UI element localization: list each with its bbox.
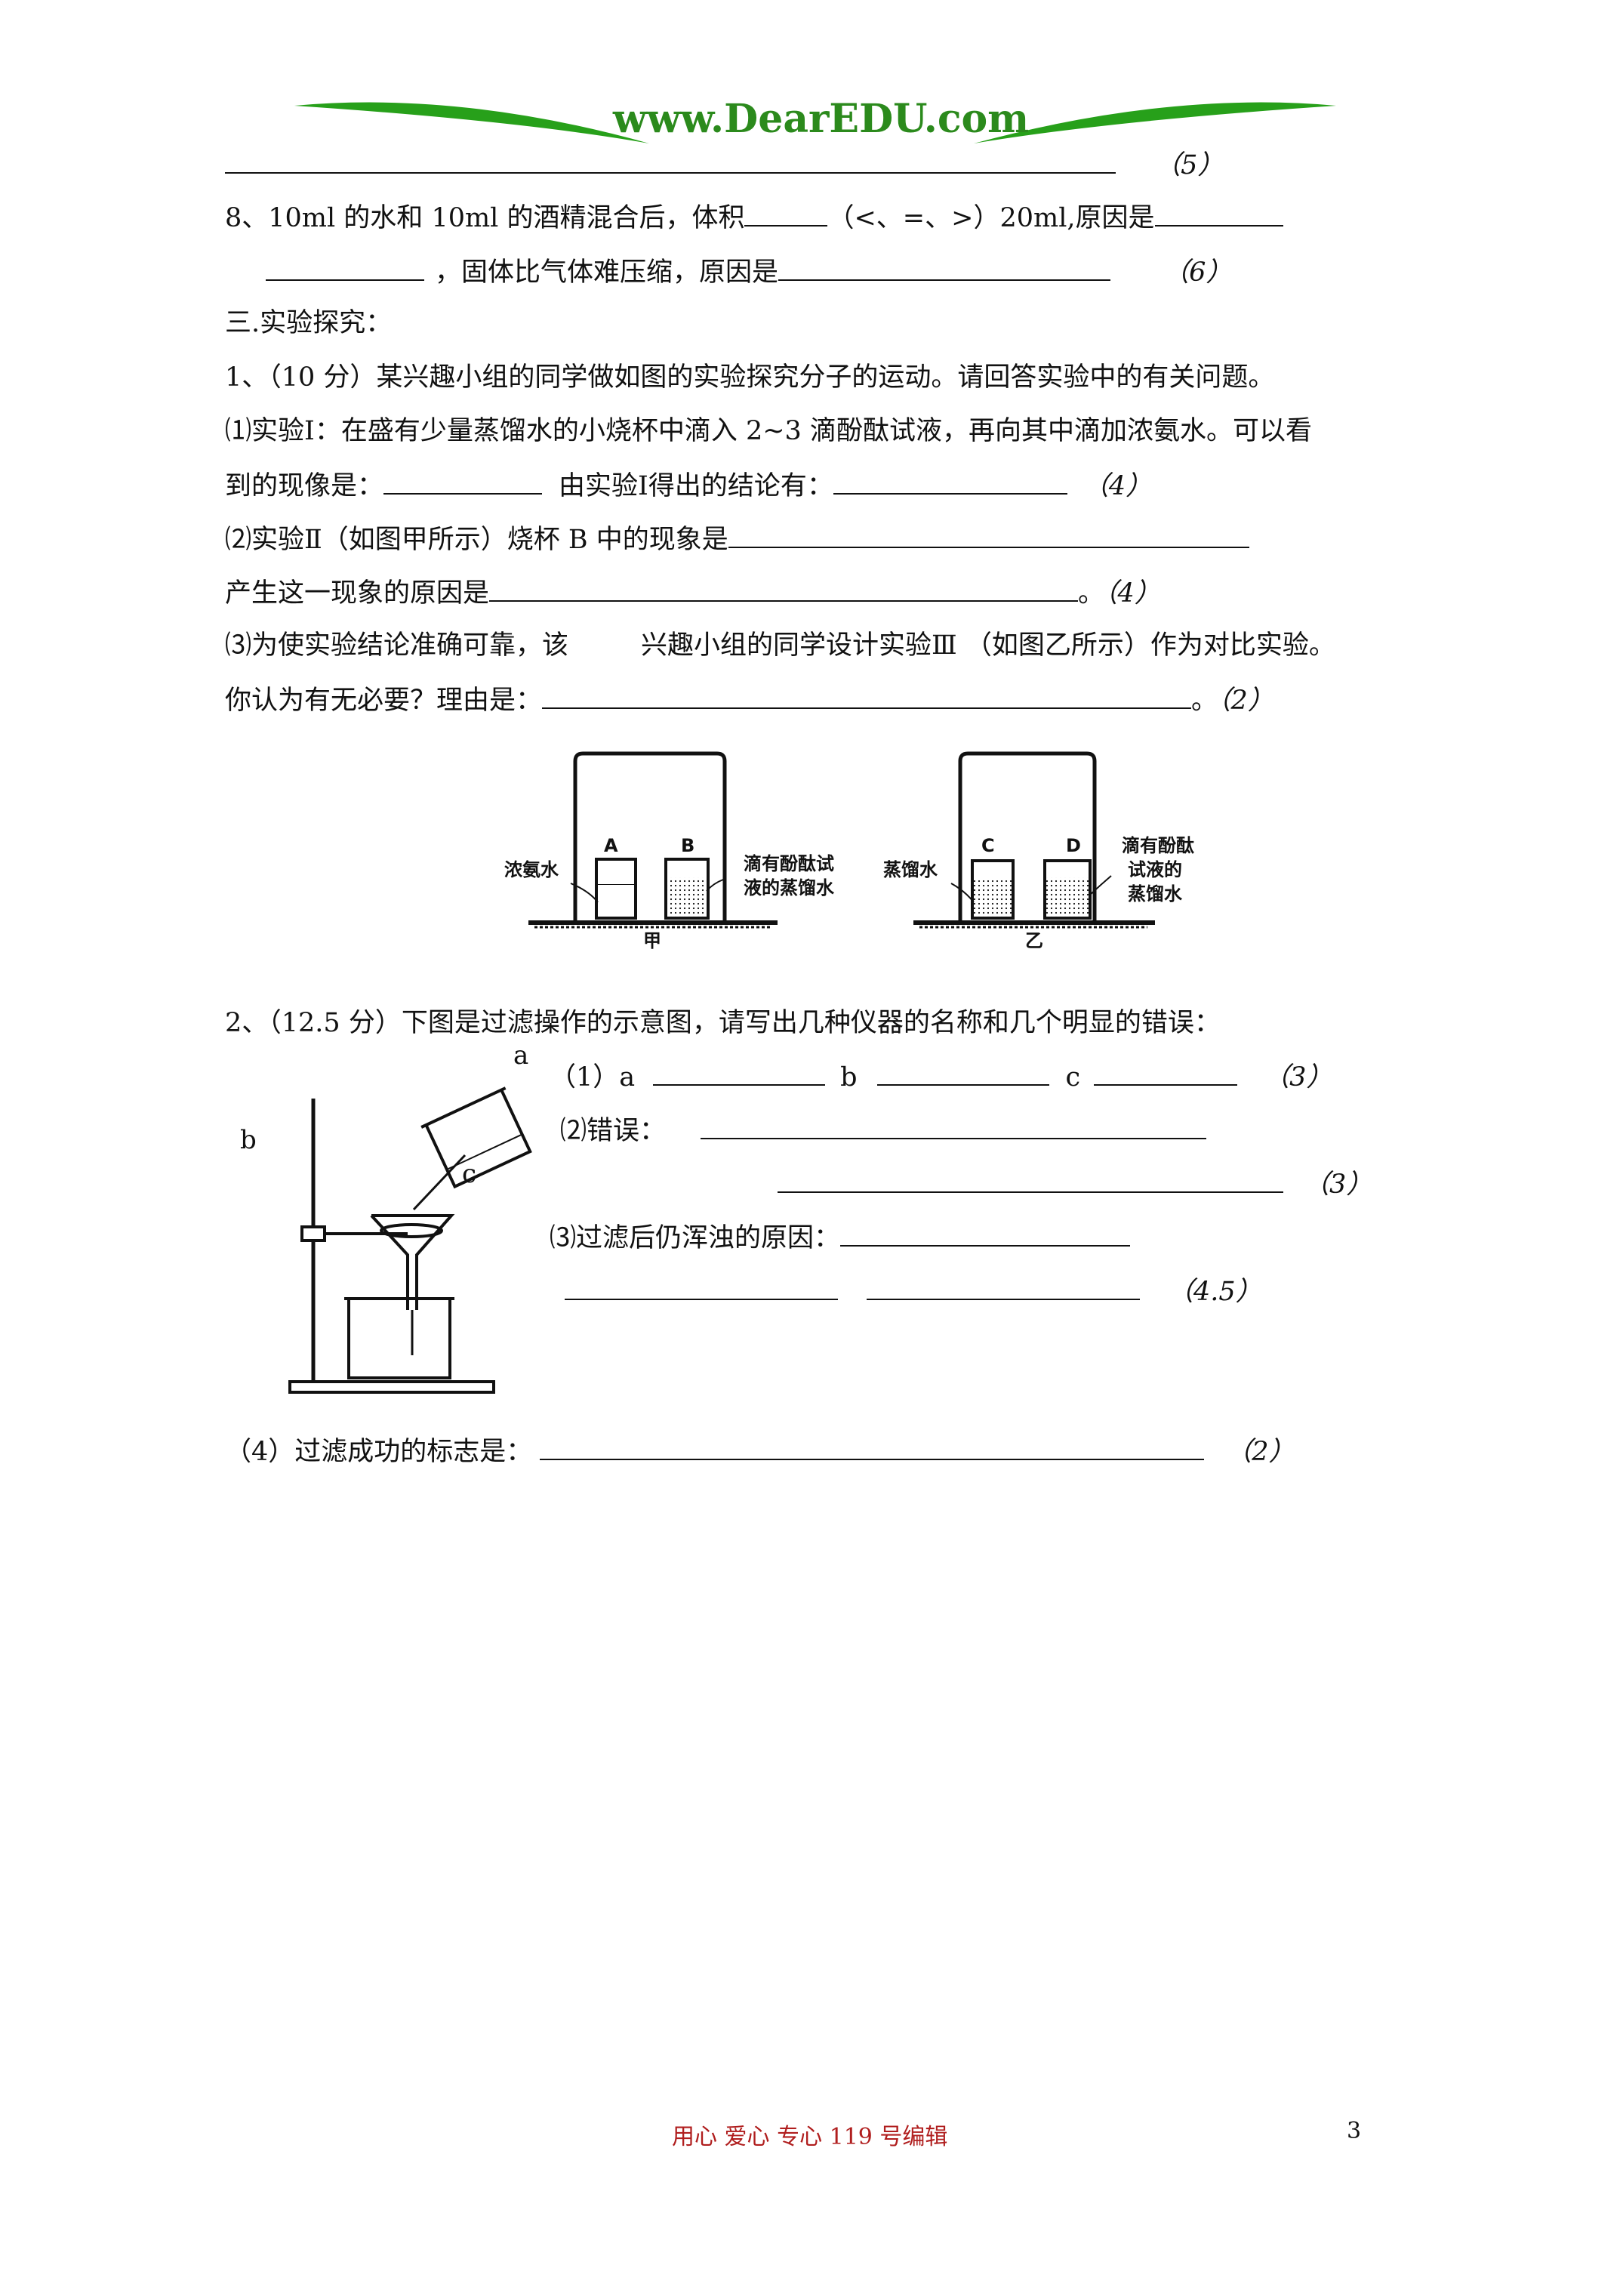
fig-jia-label-a: A [604, 835, 618, 856]
prev-question-blank-line: （5） [225, 145, 1224, 184]
e2-blank-error1[interactable] [701, 1111, 1207, 1139]
e2-q4: （4）过滤成功的标志是：（2） [225, 1432, 1295, 1471]
filtration-label-b: b [240, 1125, 257, 1155]
fig-jia-left-note: 浓氨水 [504, 859, 559, 880]
e2-intro: 2、（12.5 分）下图是过滤操作的示意图，请写出几种仪器的名称和几个明显的错误… [225, 1008, 1221, 1038]
e1-part2-line1: ⑵实验Ⅱ（如图甲所示）烧杯 B 中的现象是 [225, 519, 1249, 559]
prev-question-score: （5） [1154, 150, 1224, 180]
fig-jia-label-b: B [681, 835, 695, 856]
e2-q2-line2: （3） [778, 1164, 1372, 1203]
q8-line1: 8、10ml 的水和 10ml 的酒精混合后，体积（<、=、>）20ml,原因是 [225, 198, 1283, 237]
q8-blank-volume[interactable] [744, 198, 828, 227]
e1-blank-cause[interactable] [489, 573, 1079, 602]
fig-jia-right-note-2: 液的蒸馏水 [744, 877, 834, 898]
e1-blank-phenomenon[interactable] [383, 466, 543, 495]
q8-blank-reason2[interactable] [778, 252, 1111, 281]
fig-yi-left-note: 蒸馏水 [883, 859, 938, 880]
filtration-label-c: c [462, 1159, 477, 1189]
e1-part3-score: （2） [1218, 686, 1274, 716]
e2-q3-score: （4.5） [1167, 1277, 1262, 1307]
fig-yi-right-note-1: 滴有酚酞 [1122, 835, 1194, 856]
e2-q4-score: （2） [1225, 1437, 1295, 1467]
figure-jia-diagram [528, 751, 778, 929]
fig-yi-right-note-3: 蒸馏水 [1128, 883, 1182, 905]
fig-jia-right-note-1: 滴有酚酞试 [744, 853, 834, 874]
filtration-diagram [288, 1086, 532, 1394]
e1-part2-line2: 产生这一现象的原因是。（4） [225, 573, 1161, 612]
e1-part1-line2: 到的现像是：由实验Ⅰ得出的结论有：（4） [225, 466, 1152, 505]
e2-q3-line1: ⑶过滤后仍浑浊的原因： [550, 1218, 1131, 1257]
e1-part3-line1: ⑶为使实验结论准确可靠，该兴趣小组的同学设计实验Ⅲ （如图乙所示）作为对比实验。 [225, 630, 1335, 661]
fig-jia-caption: 甲 [643, 930, 661, 951]
q8-score: （6） [1163, 257, 1233, 288]
e1-intro: 1、（10 分）某兴趣小组的同学做如图的实验探究分子的运动。请回答实验中的有关问… [225, 362, 1275, 393]
header-swoosh-logo [294, 102, 1336, 143]
e2-blank-turbid3[interactable] [867, 1271, 1140, 1300]
e1-blank-beaker-b[interactable] [728, 519, 1249, 548]
e2-q2-score: （3） [1303, 1170, 1373, 1200]
e1-part2-score: （4） [1104, 578, 1161, 609]
e2-blank-turbid1[interactable] [840, 1218, 1131, 1247]
e1-part1-line1: ⑴实验Ⅰ：在盛有少量蒸馏水的小烧杯中滴入 2~3 滴酚酞试液，再向其中滴加浓氨水… [225, 416, 1312, 446]
q8-blank-reason1[interactable] [1154, 198, 1283, 227]
e2-blank-turbid2[interactable] [565, 1271, 838, 1300]
q8-blank-reason1-cont[interactable] [266, 252, 424, 281]
e2-q3-line2: （4.5） [565, 1271, 1262, 1311]
e1-blank-reason[interactable] [542, 680, 1192, 709]
fig-yi-label-d: D [1066, 835, 1081, 856]
e2-q1-score: （3） [1263, 1062, 1333, 1093]
section3-title: 三.实验探究： [225, 308, 393, 338]
figure-yi-diagram [913, 751, 1155, 929]
e1-part3-line2: 你认为有无必要？理由是：。（2） [225, 680, 1274, 720]
e1-part1-score: （4） [1082, 471, 1153, 501]
filtration-label-a: a [513, 1040, 529, 1071]
e2-blank-a[interactable] [653, 1057, 826, 1086]
e2-blank-error2[interactable] [778, 1164, 1283, 1193]
header-url: www.DearEDU.com [613, 96, 1030, 142]
e2-blank-b[interactable] [876, 1057, 1049, 1086]
fig-yi-label-c: C [981, 835, 995, 856]
footer-text: 用心 爱心 专心 119 号编辑 [672, 2124, 948, 2150]
e1-blank-conclusion[interactable] [833, 466, 1067, 495]
e2-blank-success[interactable] [540, 1432, 1205, 1460]
fig-yi-caption: 乙 [1025, 930, 1043, 951]
fig-yi-right-note-2: 试液的 [1128, 859, 1182, 880]
e2-q2-line1: ⑵错误： [560, 1111, 1207, 1150]
q8-line2: ，固体比气体难压缩，原因是 （6） [266, 252, 1232, 291]
page-number: 3 [1347, 2118, 1362, 2144]
e2-blank-c[interactable] [1094, 1057, 1238, 1086]
